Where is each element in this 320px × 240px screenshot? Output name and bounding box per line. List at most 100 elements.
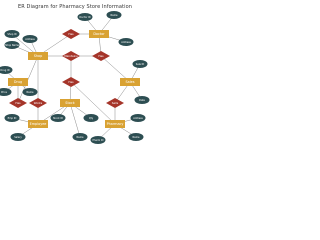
- entity-rect: [60, 99, 80, 107]
- node-label: Price: [1, 91, 7, 94]
- ellipse-shape: [50, 114, 66, 122]
- diagram-title: ER Diagram for Pharmacy Store Informatio…: [17, 4, 133, 10]
- ellipse-shape: [4, 41, 20, 49]
- attribute-ellipse[interactable]: Sale ID: [132, 60, 148, 68]
- attribute-ellipse[interactable]: Shop ID: [4, 30, 20, 38]
- node-label: Stock: [65, 101, 74, 105]
- node-label: Has: [68, 32, 74, 36]
- relationship-diamond[interactable]: Sells: [106, 98, 124, 108]
- ellipse-shape: [4, 30, 20, 38]
- ellipse-shape: [90, 136, 106, 144]
- entity-rect: [28, 52, 48, 60]
- diamond-shape: [29, 98, 47, 108]
- ellipse-shape: [132, 60, 148, 68]
- attribute-ellipse[interactable]: Date: [134, 96, 150, 104]
- node-label: Salary: [14, 136, 22, 139]
- attribute-ellipse[interactable]: Qty: [83, 114, 99, 122]
- node-label: Name: [26, 91, 34, 94]
- attribute-ellipse[interactable]: Name: [72, 133, 88, 141]
- ellipse-shape: [83, 114, 99, 122]
- ellipse-shape: [77, 13, 93, 21]
- relationship-diamond[interactable]: Has: [62, 29, 80, 39]
- node-label: Sales: [125, 80, 134, 84]
- node-label: Qty: [89, 117, 94, 120]
- relationship-diamond[interactable]: Has: [9, 98, 27, 108]
- attribute-ellipse[interactable]: Shop Name: [4, 41, 20, 49]
- node-label: Address: [25, 38, 35, 41]
- diamond-shape: [106, 98, 124, 108]
- entity-box[interactable]: Shop: [28, 52, 48, 60]
- entity-box[interactable]: Doctor: [89, 30, 109, 38]
- ellipse-shape: [22, 35, 38, 43]
- entity-rect: [89, 30, 109, 38]
- relationship-diamond[interactable]: Works: [29, 98, 47, 108]
- ellipse-shape: [128, 133, 144, 141]
- node-label: Name: [110, 14, 118, 17]
- relationship-diamond[interactable]: Has: [92, 51, 110, 61]
- entity-box[interactable]: Drug: [8, 78, 28, 86]
- attribute-ellipse[interactable]: Price: [0, 88, 12, 96]
- ellipse-shape: [130, 114, 146, 122]
- node-label: Has: [68, 80, 74, 84]
- node-label: Shop: [34, 54, 43, 58]
- entity-box[interactable]: Stock: [60, 99, 80, 107]
- relationship-diamond[interactable]: Maintains: [62, 51, 80, 61]
- diamond-shape: [62, 29, 80, 39]
- entity-box[interactable]: Employee: [28, 120, 48, 128]
- ellipse-shape: [72, 133, 88, 141]
- connector-line: [70, 81, 116, 125]
- diamond-shape: [9, 98, 27, 108]
- ellipse-shape: [134, 96, 150, 104]
- connector-line: [69, 102, 81, 138]
- ellipse-shape: [22, 88, 38, 96]
- attribute-ellipse[interactable]: Name: [106, 11, 122, 19]
- node-label: Shop ID: [7, 33, 16, 36]
- attribute-ellipse[interactable]: Name: [128, 133, 144, 141]
- node-label: Name: [76, 136, 84, 139]
- connector-line: [100, 55, 131, 83]
- attribute-ellipse[interactable]: Pharm ID: [90, 136, 106, 144]
- ellipse-shape: [0, 88, 12, 96]
- node-label: Shop Name: [5, 44, 19, 47]
- node-label: Has: [98, 54, 104, 58]
- attribute-ellipse[interactable]: Drug ID: [0, 66, 13, 74]
- ellipse-shape: [106, 11, 122, 19]
- node-label: Maintains: [64, 54, 78, 58]
- attribute-ellipse[interactable]: Name: [22, 88, 38, 96]
- node-label: Pharm ID: [93, 139, 104, 142]
- ellipse-shape: [0, 66, 13, 74]
- node-label: Address: [133, 117, 143, 120]
- node-label: Doctor ID: [79, 16, 90, 19]
- node-label: Drug: [14, 80, 22, 84]
- node-label: Has: [15, 101, 21, 105]
- ellipse-shape: [4, 114, 20, 122]
- node-label: Address: [121, 41, 131, 44]
- diamond-shape: [62, 51, 80, 61]
- attribute-ellipse[interactable]: Address: [130, 114, 146, 122]
- diamond-shape: [92, 51, 110, 61]
- node-label: Pharmacy: [107, 122, 124, 126]
- node-label: Stock ID: [53, 117, 63, 120]
- node-label: Doctor: [93, 32, 105, 36]
- attribute-ellipse[interactable]: Salary: [10, 133, 26, 141]
- entity-rect: [8, 78, 28, 86]
- attribute-ellipse[interactable]: Address: [118, 38, 134, 46]
- node-label: Emp ID: [8, 117, 17, 120]
- entity-box[interactable]: Pharmacy: [105, 120, 125, 128]
- ellipse-shape: [10, 133, 26, 141]
- entity-rect: [28, 120, 48, 128]
- node-label: Date: [139, 99, 145, 102]
- relationship-diamond[interactable]: Has: [62, 77, 80, 87]
- attribute-ellipse[interactable]: Address: [22, 35, 38, 43]
- attribute-ellipse[interactable]: Emp ID: [4, 114, 20, 122]
- entity-rect: [120, 78, 140, 86]
- entity-rect: [105, 120, 125, 128]
- attribute-ellipse[interactable]: Stock ID: [50, 114, 66, 122]
- entity-box[interactable]: Sales: [120, 78, 140, 86]
- diamond-shape: [62, 77, 80, 87]
- node-label: Drug ID: [0, 69, 9, 72]
- node-label: Works: [34, 101, 43, 105]
- attribute-ellipse[interactable]: Doctor ID: [77, 13, 93, 21]
